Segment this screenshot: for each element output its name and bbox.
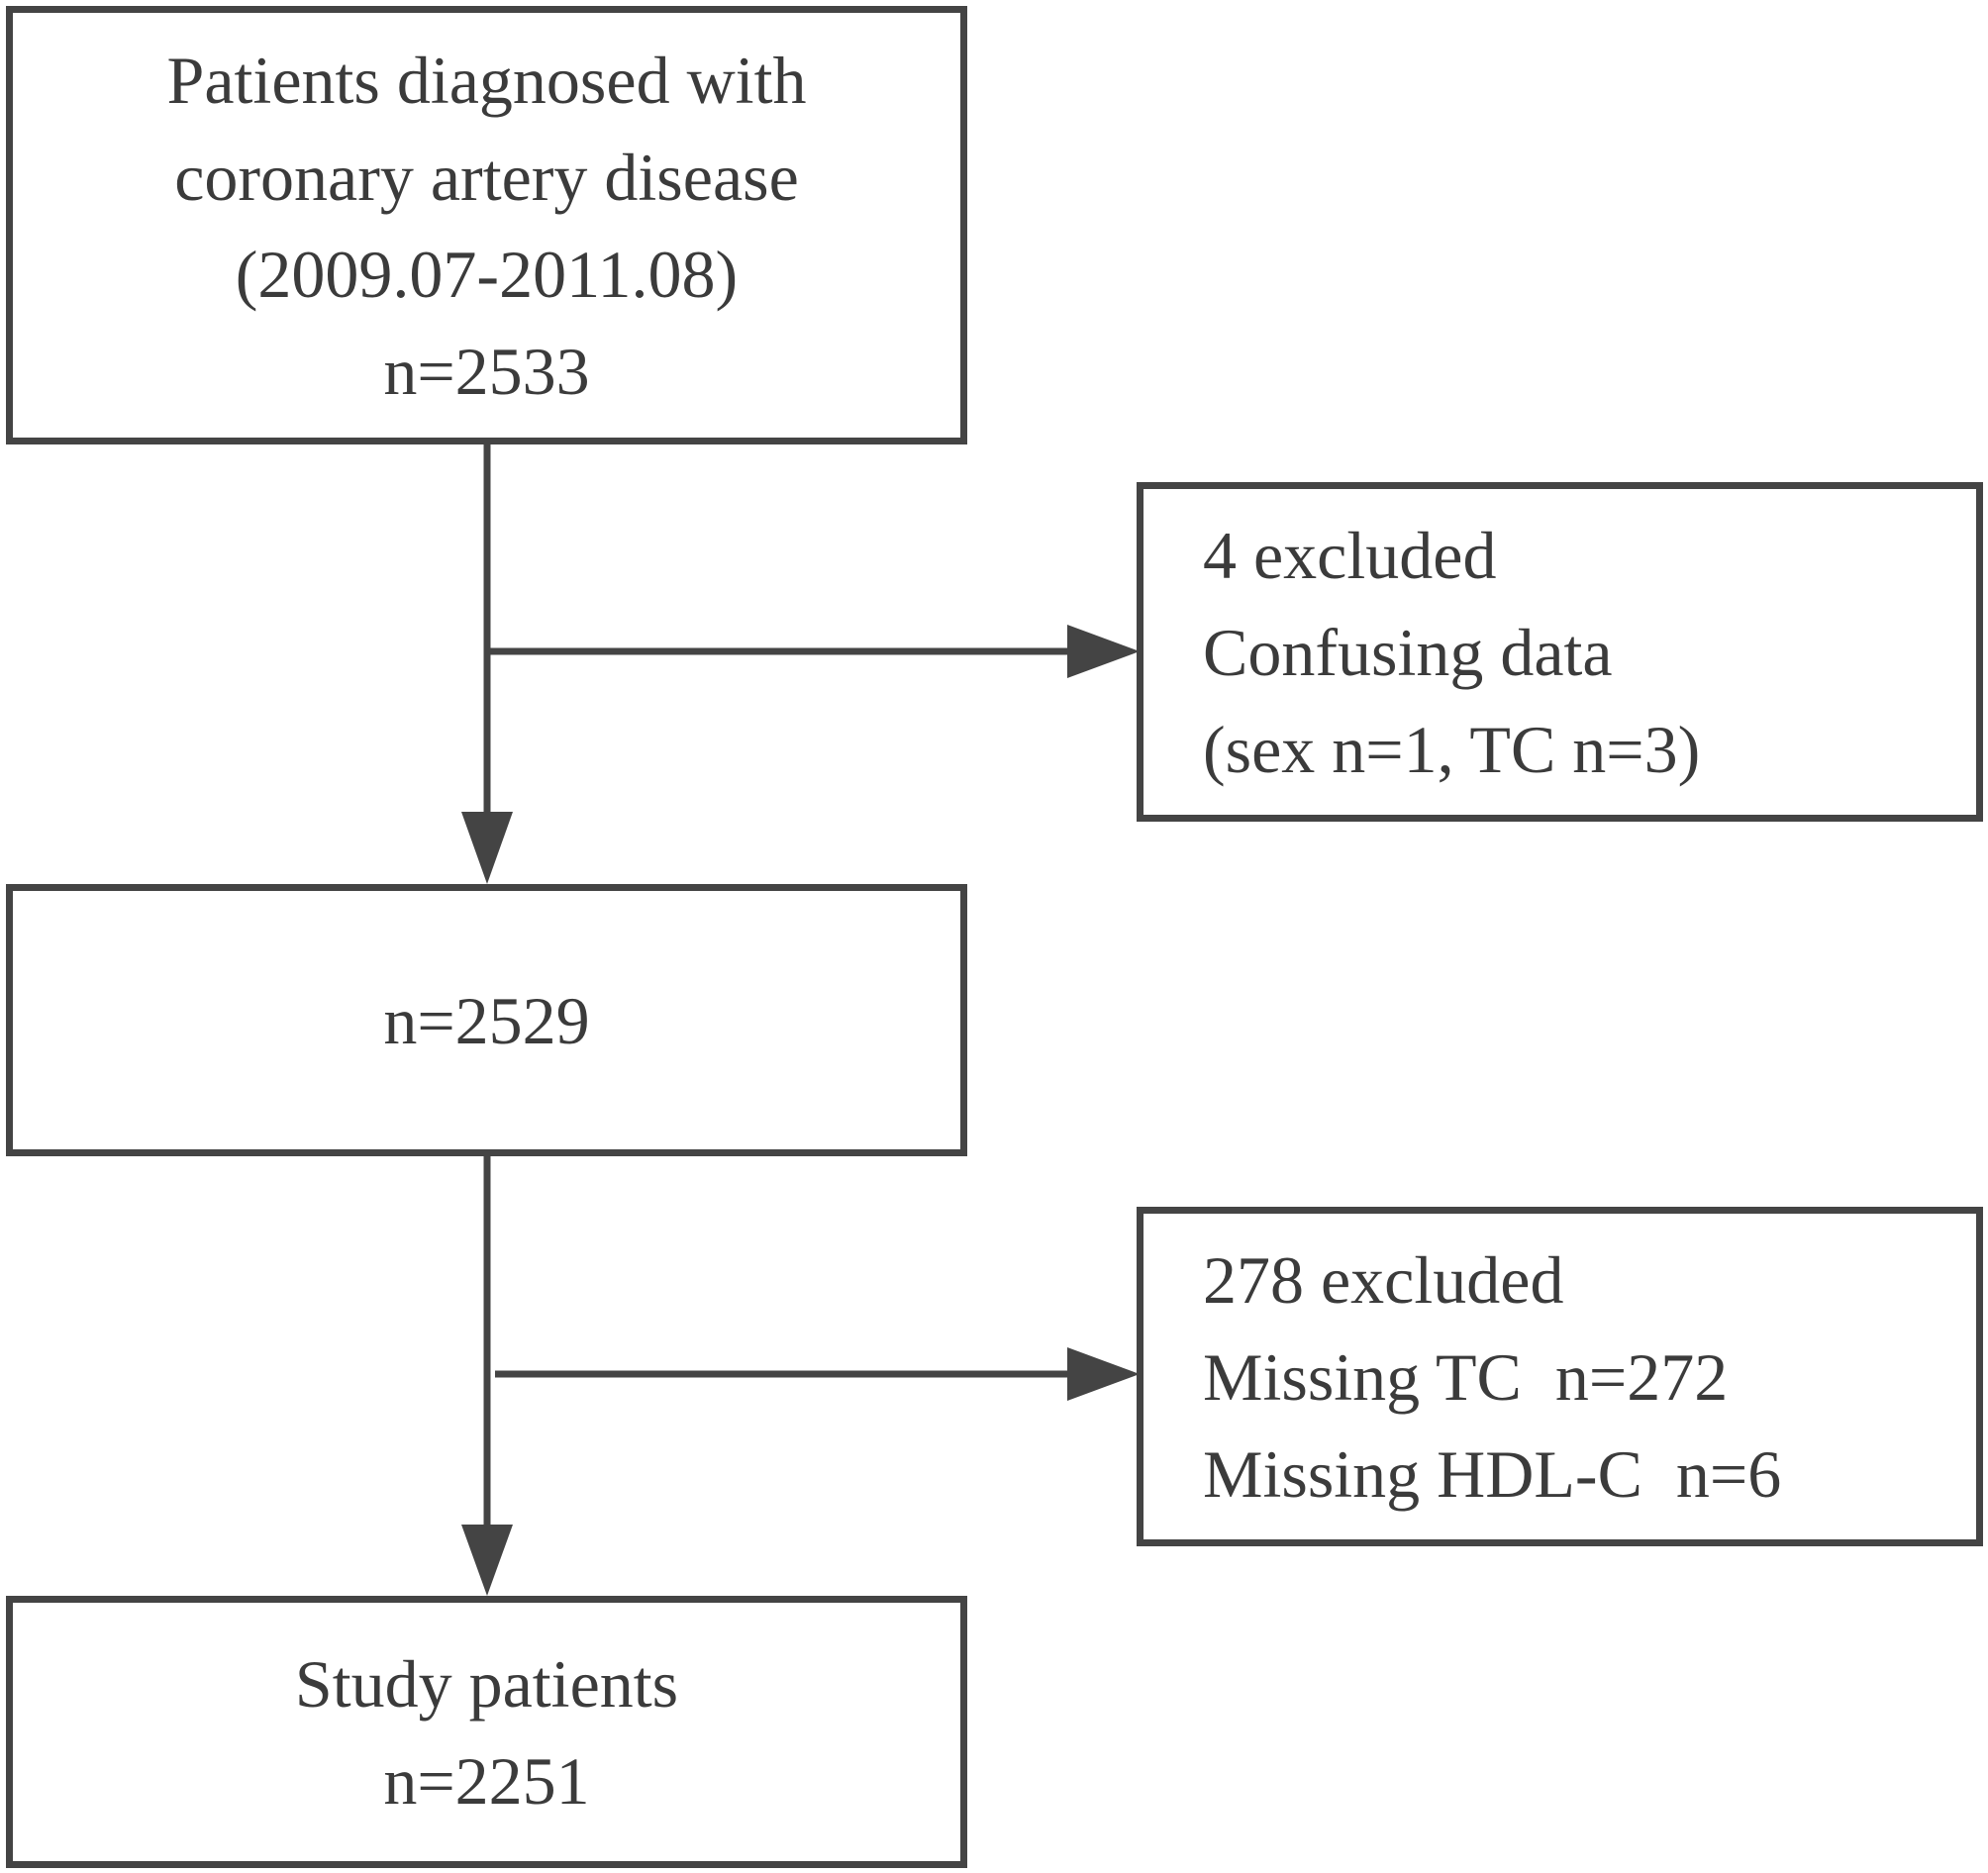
exclusion-1-line-2: Confusing data — [1203, 614, 1613, 690]
final-box-line-1: Study patients — [294, 1645, 679, 1722]
final-box-line-2: n=2251 — [383, 1742, 590, 1819]
arrowhead-down-icon — [461, 1525, 513, 1596]
initial-population-box: Patients diagnosed with coronary artery … — [6, 6, 967, 444]
exclusion-1-line-1: 4 excluded — [1203, 517, 1497, 593]
exclusion-2-line-1: 278 excluded — [1203, 1241, 1564, 1318]
exclusion-box-1: 4 excluded Confusing data (sex n=1, TC n… — [1137, 482, 1983, 822]
exclusion-box-2: 278 excluded Missing TC n=272 Missing HD… — [1137, 1207, 1983, 1546]
intermediate-box-line-1: n=2529 — [383, 982, 590, 1058]
initial-box-line-1: Patients diagnosed with — [166, 42, 807, 118]
initial-box-line-2: coronary artery disease — [174, 139, 799, 215]
initial-box-line-4: n=2533 — [383, 333, 590, 409]
arrowhead-down-icon — [461, 812, 513, 884]
study-population-box: Study patients n=2251 — [6, 1596, 967, 1868]
intermediate-population-box: n=2529 — [6, 884, 967, 1156]
exclusion-2-line-2: Missing TC n=272 — [1203, 1338, 1729, 1415]
arrowhead-right-icon — [1067, 625, 1140, 678]
arrowhead-right-icon — [1067, 1347, 1140, 1401]
exclusion-1-line-3: (sex n=1, TC n=3) — [1203, 711, 1701, 787]
exclusion-2-line-3: Missing HDL-C n=6 — [1203, 1435, 1782, 1512]
initial-box-line-3: (2009.07-2011.08) — [235, 236, 739, 312]
